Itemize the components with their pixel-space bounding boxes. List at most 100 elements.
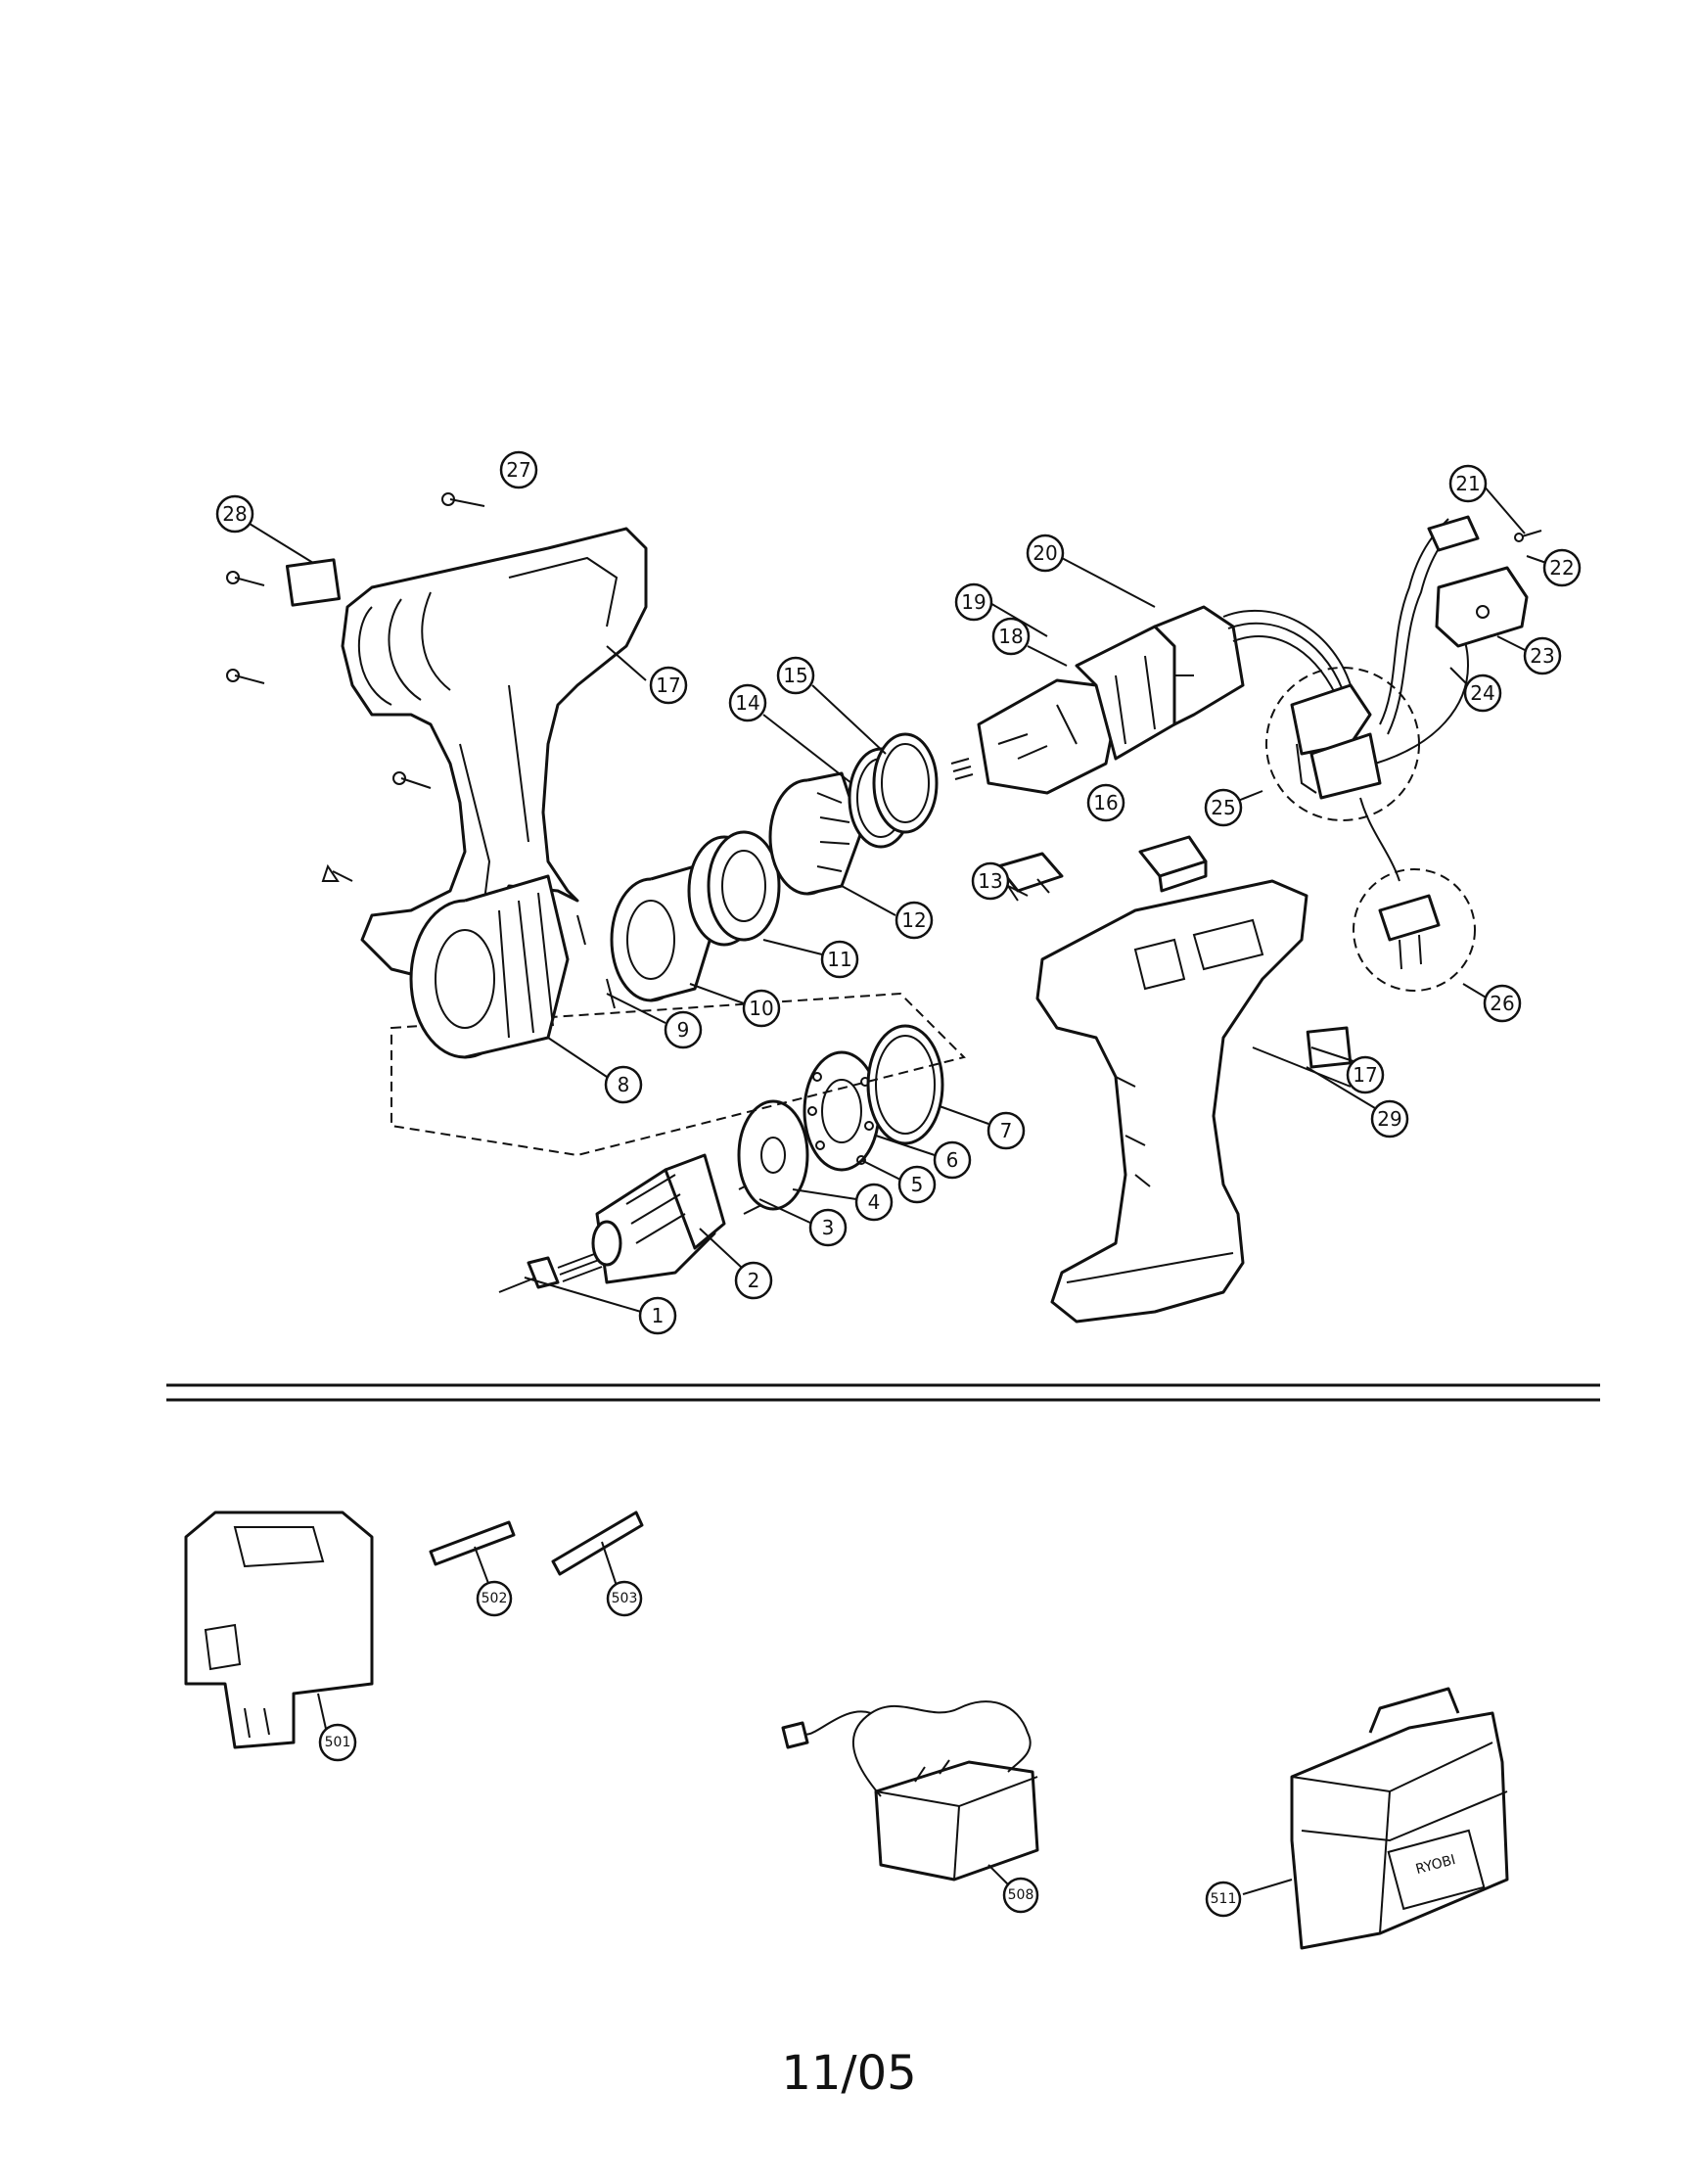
svg-text:3: 3	[822, 1216, 835, 1239]
ring-15	[872, 732, 939, 834]
page-code: 11/05	[781, 2046, 917, 2101]
callout-19: 19	[954, 582, 993, 622]
callout-18: 18	[991, 617, 1031, 656]
svg-text:17: 17	[656, 674, 680, 697]
callout-4: 4	[854, 1183, 894, 1222]
contact-plate-13	[996, 852, 1064, 902]
svg-text:502: 502	[482, 1591, 508, 1606]
clutch-group-box	[390, 992, 966, 1157]
terminal-clip	[1427, 515, 1480, 552]
svg-text:20: 20	[1033, 541, 1057, 565]
svg-text:8: 8	[618, 1073, 630, 1096]
callout-501: 501	[318, 1723, 357, 1762]
svg-text:15: 15	[783, 664, 807, 687]
motor-wires	[1222, 609, 1352, 696]
drill-chuck	[591, 1153, 726, 1284]
callout-7: 7	[987, 1111, 1026, 1150]
svg-text:28: 28	[222, 502, 247, 526]
callout-502: 502	[476, 1580, 513, 1617]
leader-511	[1242, 1879, 1293, 1895]
pins-9	[576, 914, 616, 1009]
callout-21: 21	[1448, 464, 1488, 503]
battery-terminal-block-23	[1435, 566, 1529, 648]
callout-508: 508	[1002, 1877, 1039, 1914]
leader-508	[987, 1864, 1009, 1885]
pinion-18	[950, 758, 974, 780]
right-housing-half	[1035, 879, 1308, 1324]
svg-text:19: 19	[961, 590, 986, 614]
svg-text:4: 4	[868, 1190, 881, 1214]
callout-25: 25	[1204, 788, 1243, 827]
clutch-ring-6-inner	[821, 1079, 862, 1143]
callout-28: 28	[215, 494, 254, 534]
callout-12: 12	[895, 901, 934, 940]
callout-8: 8	[604, 1065, 643, 1104]
leader-lines	[249, 484, 1547, 1313]
charger-508	[781, 1700, 1039, 1882]
callout-16: 16	[1086, 783, 1125, 822]
left-housing-half	[341, 527, 648, 981]
callout-29: 29	[1370, 1099, 1409, 1138]
screwdriver-bit-503	[551, 1510, 644, 1576]
motor-assembly	[977, 605, 1245, 795]
planet-carrier-12	[768, 771, 863, 896]
callout-13: 13	[971, 861, 1010, 901]
svg-text:11: 11	[827, 948, 851, 971]
svg-text:9: 9	[677, 1018, 690, 1042]
left-housing-screws	[226, 492, 485, 882]
lower-terminal-circle	[1353, 868, 1476, 992]
svg-text:13: 13	[978, 869, 1002, 893]
callout-24: 24	[1463, 674, 1502, 713]
svg-text:12: 12	[901, 908, 926, 932]
callout-6: 6	[933, 1140, 972, 1180]
ring-gear-11	[687, 830, 781, 947]
leader-503	[601, 1541, 618, 1587]
svg-text:10: 10	[749, 997, 773, 1020]
callout-9: 9	[664, 1010, 703, 1049]
callout-5: 5	[897, 1165, 937, 1204]
svg-text:16: 16	[1093, 791, 1118, 814]
callout-20: 20	[1026, 534, 1065, 573]
svg-text:6: 6	[946, 1148, 959, 1172]
ring-15-inner	[881, 743, 930, 823]
svg-text:23: 23	[1530, 644, 1554, 668]
svg-text:7: 7	[1000, 1119, 1013, 1142]
svg-text:501: 501	[325, 1735, 351, 1750]
svg-text:17: 17	[1353, 1063, 1377, 1087]
svg-text:508: 508	[1008, 1887, 1034, 1903]
svg-text:22: 22	[1549, 556, 1574, 580]
washer-4	[737, 1099, 809, 1211]
forward-reverse-button-16	[1138, 835, 1208, 893]
carrying-case-511: RYOBI	[1290, 1687, 1509, 1950]
svg-text:21: 21	[1455, 472, 1480, 495]
svg-text:1: 1	[652, 1304, 665, 1327]
svg-text:26: 26	[1490, 992, 1514, 1015]
callout-26: 26	[1483, 984, 1522, 1023]
callout-14: 14	[728, 683, 767, 722]
callout-27: 27	[499, 450, 538, 489]
svg-text:29: 29	[1377, 1107, 1401, 1131]
callout-3: 3	[808, 1208, 848, 1247]
callout-17-right: 17	[1346, 1055, 1385, 1094]
terminal-26	[1378, 894, 1441, 970]
switch-25	[1290, 683, 1382, 800]
svg-text:511: 511	[1211, 1891, 1237, 1907]
battery-pack-501	[184, 1510, 374, 1749]
torque-collar-8	[409, 874, 570, 1059]
spring-ring-7-inner	[875, 1035, 936, 1135]
label-plate-28	[285, 558, 342, 607]
callout-22: 22	[1542, 548, 1582, 587]
svg-text:24: 24	[1470, 681, 1494, 705]
svg-text:25: 25	[1211, 796, 1235, 819]
terminal-wires	[1359, 518, 1470, 882]
spring-ring-7	[866, 1024, 944, 1145]
washer-4-hole	[760, 1137, 786, 1174]
chuck-screw	[498, 1252, 603, 1293]
screwdriver-bit-502	[429, 1520, 516, 1566]
callout-15: 15	[776, 656, 815, 695]
callout-2: 2	[734, 1261, 773, 1300]
clutch-balls-5	[807, 1072, 874, 1165]
callout-511: 511	[1205, 1881, 1242, 1918]
svg-text:5: 5	[911, 1173, 924, 1196]
callout-10: 10	[742, 989, 781, 1028]
